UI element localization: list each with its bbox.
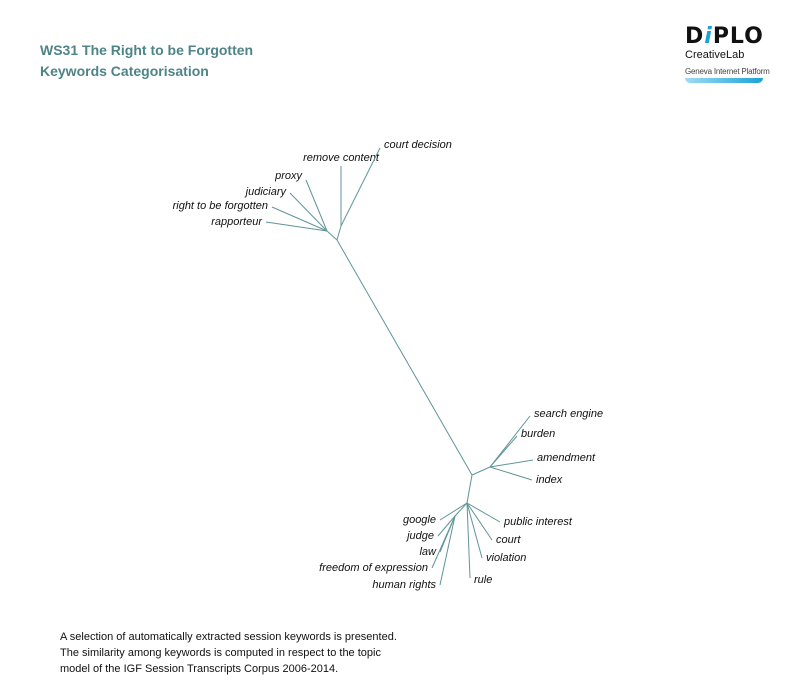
keyword-label: amendment (537, 452, 596, 464)
branch (466, 474, 473, 504)
branch (326, 230, 338, 241)
keyword-label: burden (521, 428, 555, 440)
branch (305, 179, 328, 232)
keyword-label: court (496, 534, 521, 546)
branch (466, 502, 493, 541)
branch (466, 502, 483, 559)
branch (336, 225, 342, 241)
title-line-2: Keywords Categorisation (40, 63, 209, 79)
branch (471, 466, 491, 476)
keyword-label: remove content (303, 152, 380, 164)
branch (439, 515, 456, 586)
keyword-label: judge (405, 530, 434, 542)
description-line-3: model of the IGF Session Transcripts Cor… (60, 663, 339, 675)
keyword-label: google (403, 514, 436, 526)
branch (340, 147, 381, 227)
branch (466, 502, 471, 579)
description-line-2: The similarity among keywords is compute… (60, 647, 381, 659)
logo-wordmark: DiPLO (685, 24, 764, 49)
branch (437, 515, 456, 537)
keyword-label: law (419, 546, 437, 558)
branch (489, 459, 534, 468)
branch (439, 502, 468, 521)
branch (289, 192, 328, 232)
branch (489, 415, 531, 468)
branch (271, 206, 328, 232)
diplo-logo: DiPLO CreativeLab Geneva Internet Platfo… (685, 26, 770, 83)
keyword-label: rapporteur (211, 216, 263, 228)
branch (489, 466, 533, 481)
keyword-label: judiciary (244, 186, 288, 198)
keyword-label: violation (486, 552, 526, 564)
keyword-label: search engine (534, 408, 603, 420)
title-line-1: WS31 The Right to be Forgotten (40, 42, 254, 58)
keyword-label: human rights (372, 579, 436, 591)
branch (466, 502, 501, 523)
logo-tagline: Geneva Internet Platform (685, 67, 770, 76)
keyword-label: freedom of expression (319, 562, 428, 574)
keyword-label: public interest (503, 516, 573, 528)
description-line-1: A selection of automatically extracted s… (60, 631, 397, 643)
keyword-label: proxy (274, 170, 303, 182)
keyword-label: right to be forgotten (173, 200, 268, 212)
keyword-label: rule (474, 574, 492, 586)
branch (336, 239, 473, 476)
logo-swoosh (685, 78, 763, 83)
description: A selection of automatically extracted s… (60, 629, 397, 677)
keyword-label: court decision (384, 139, 452, 151)
keyword-label: index (536, 474, 563, 486)
branch (265, 221, 328, 232)
branch (431, 515, 456, 569)
logo-sub: CreativeLab (685, 49, 745, 61)
page-title: WS31 The Right to be Forgotten Keywords … (40, 40, 253, 82)
branch (454, 502, 468, 517)
